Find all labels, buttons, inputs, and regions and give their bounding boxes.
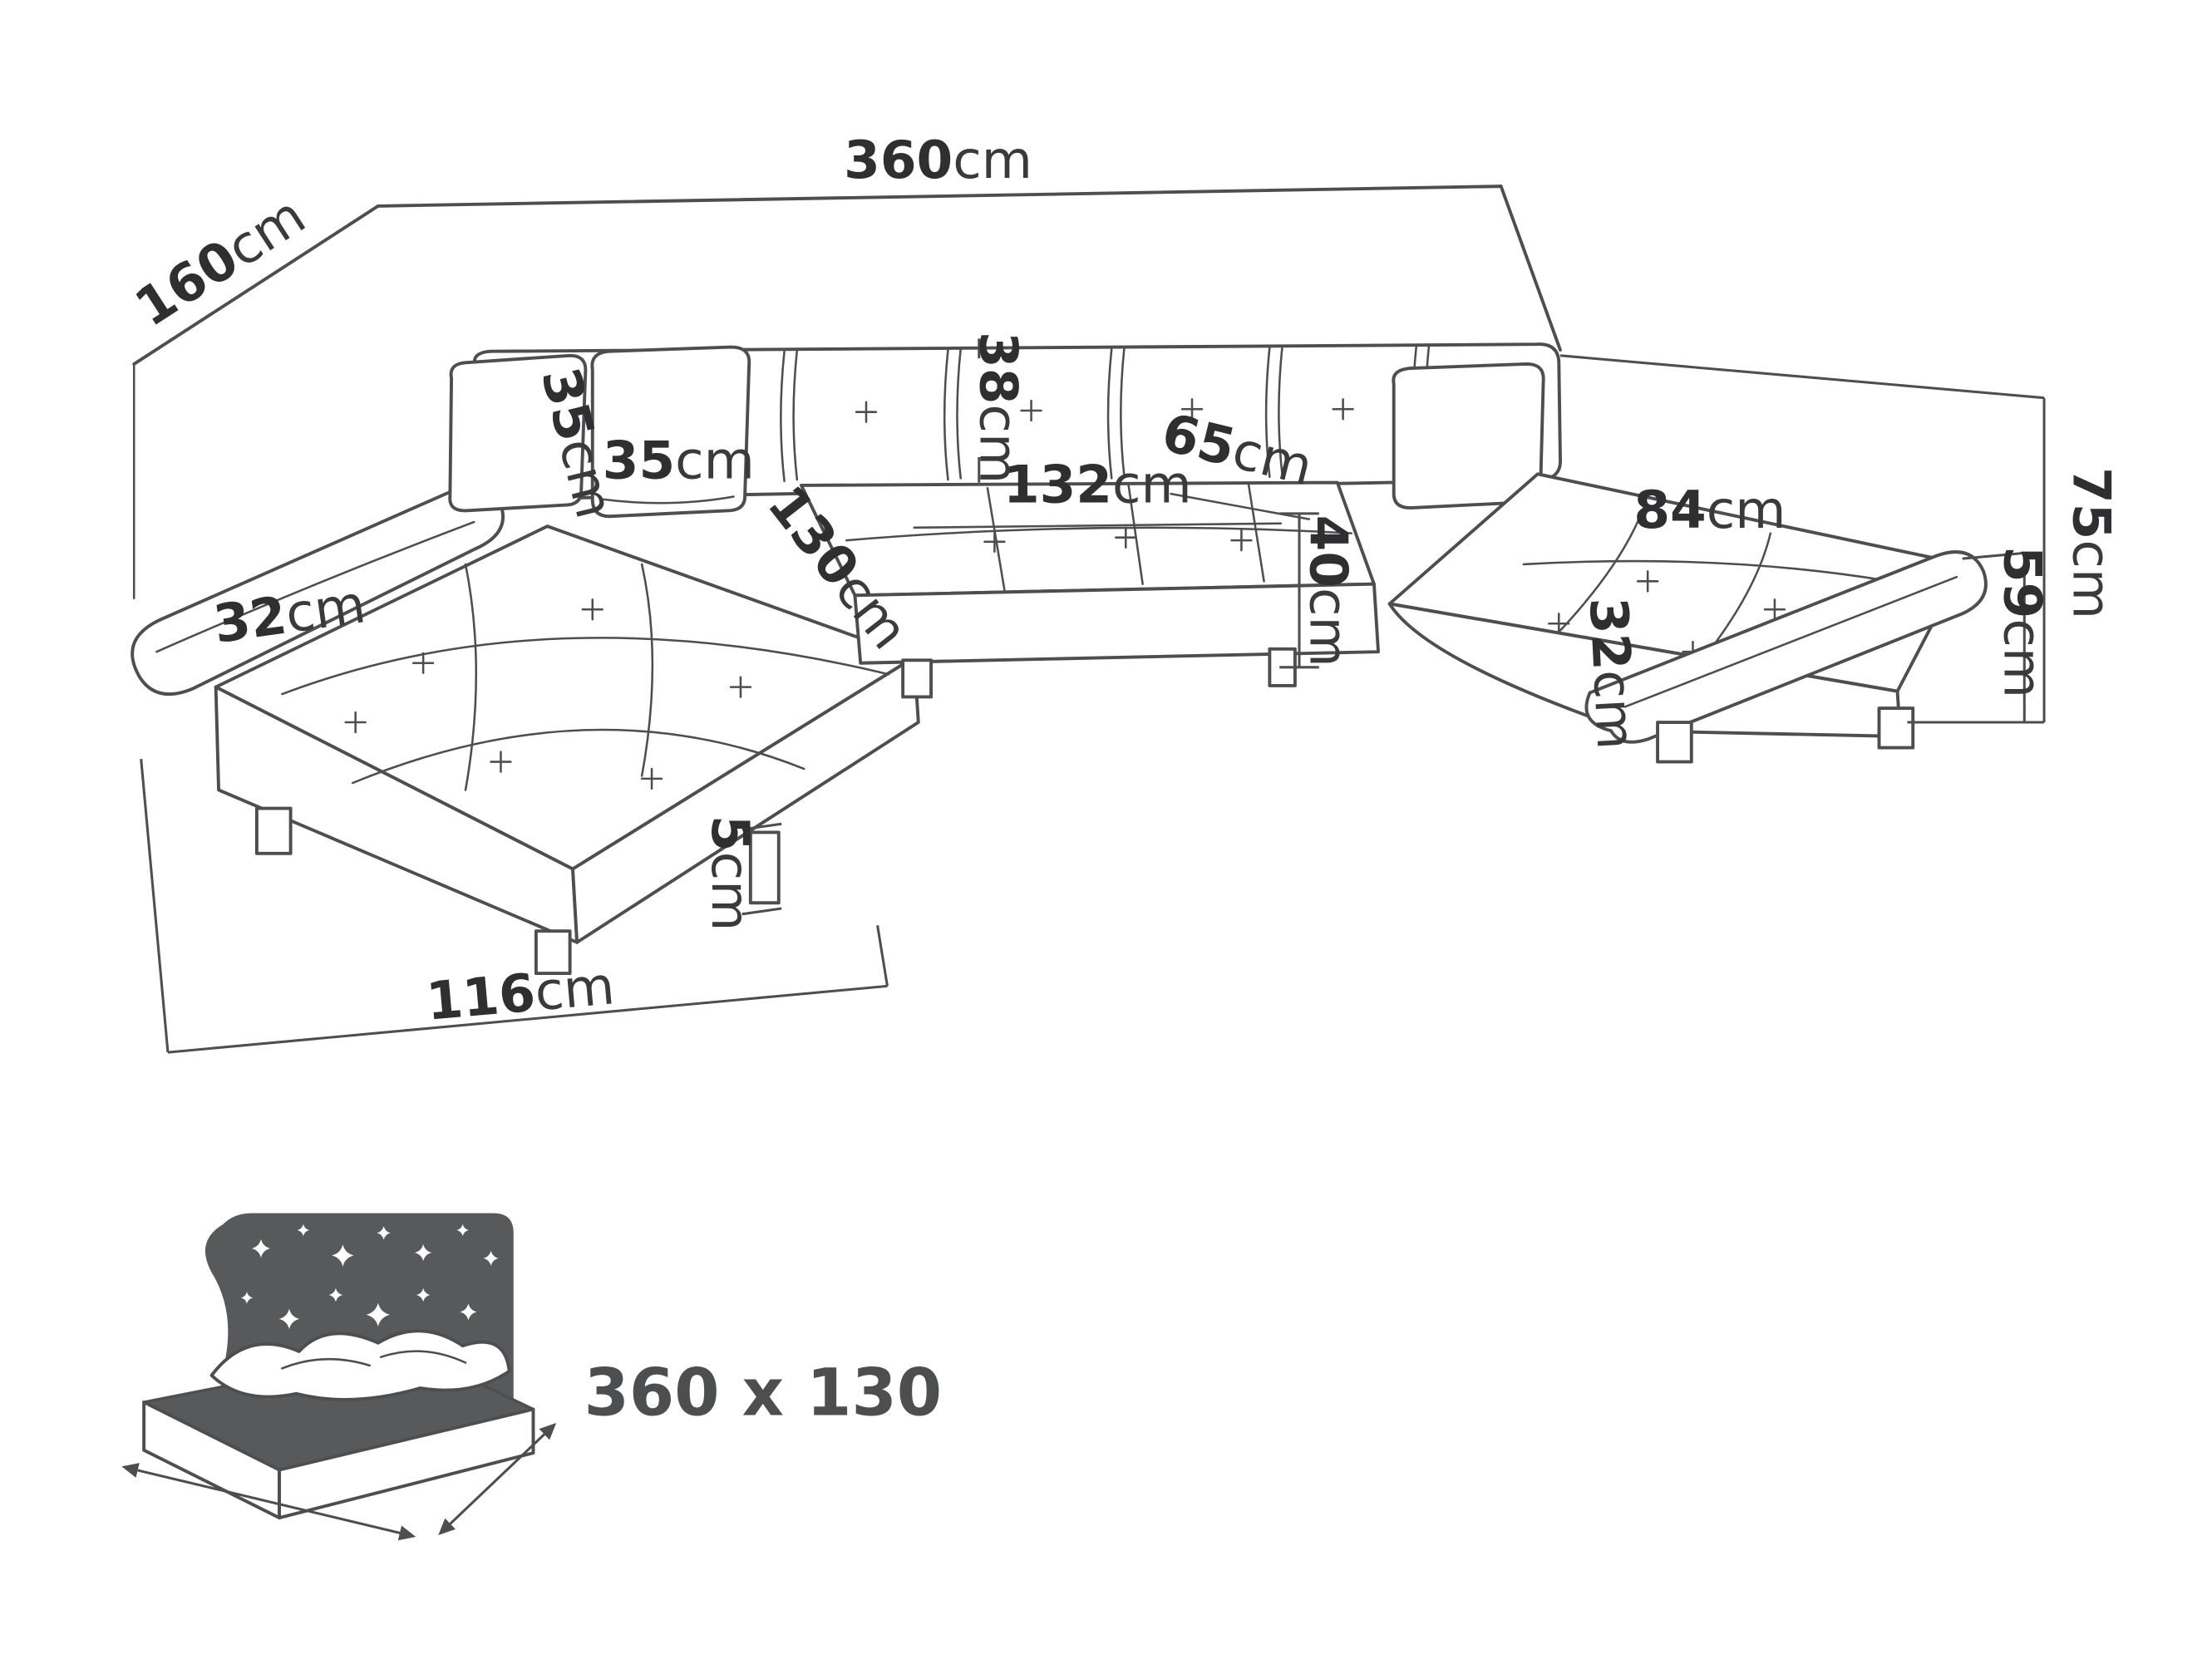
dim-label-left-chaise-width: 116cm: [424, 955, 617, 1031]
dim-label-seat-height: 40cm: [1298, 515, 1359, 667]
right-armrest-roll-line: [1623, 575, 1958, 708]
leg: [1656, 721, 1693, 764]
bed-depth-arrow: [438, 1423, 557, 1535]
bed-size-label: 360 x 130: [584, 1356, 943, 1430]
bed-blanket-folds: [281, 1350, 467, 1370]
dim-label-total-height: 75cm: [2062, 467, 2122, 619]
dim-line-height-ref-top: [1559, 354, 2045, 400]
dim-line-leg-height-ticks: [741, 822, 782, 916]
pillow-left-1: [448, 353, 588, 513]
left-armrest-roll-line: [155, 520, 475, 653]
dim-line-chaise-width: [167, 984, 888, 1054]
dimension-labels: 360cm 160cm 35cm 35cm 38cm 65cm 132cm 40…: [125, 130, 2122, 1032]
pillow-left-2-piping: [603, 495, 735, 505]
pillow-left-2: [590, 345, 751, 519]
dim-label-total-width: 360cm: [844, 130, 1032, 190]
dimension-lines: [140, 338, 2046, 1054]
leg: [1877, 706, 1915, 750]
leg: [748, 830, 781, 905]
room-outline: [132, 185, 1562, 599]
sofa-drawing: [131, 342, 1988, 976]
dim-label-total-depth: 160cm: [125, 185, 316, 338]
dim-line-arm-ref: [1962, 551, 2025, 560]
left-seat-tuft-marks: [344, 598, 752, 790]
dim-label-left-armrest-width: 32cm: [210, 574, 369, 655]
dim-label-pillow-width: 35cm: [603, 430, 755, 490]
dim-label-middle-seat-width: 132cm: [1003, 454, 1192, 514]
dim-label-armrest-height: 59cm: [1993, 546, 2053, 698]
bed-blanket: [209, 1329, 511, 1401]
left-chaise-base-side: [571, 656, 920, 944]
pillow-right: [1392, 362, 1545, 510]
wall-right-corner: [1499, 185, 1562, 352]
dim-line-chaise-left-edge: [140, 759, 170, 1053]
dim-line-seat-height: [1279, 512, 1319, 669]
dim-label-right-seat-width: 84cm: [1633, 480, 1786, 540]
wall-back-line: [132, 185, 1503, 366]
middle-base: [853, 582, 1380, 665]
sleeping-function-icon: [121, 1213, 557, 1541]
dim-label-right-armrest-width: 32cm: [1578, 596, 1646, 751]
dim-line-seat-depth: [1170, 492, 1311, 520]
bed-width-arrow: [121, 1463, 416, 1541]
middle-seat-tuft-marks: [983, 526, 1253, 553]
leg: [901, 658, 934, 699]
dim-line-middle-seat-width: [913, 522, 1283, 529]
dim-line-chaise-width-tick: [876, 925, 889, 987]
right-armrest: [1584, 550, 1988, 744]
leg: [254, 806, 293, 855]
dim-label-leg-height: 5cm: [700, 815, 761, 931]
leg: [534, 929, 572, 976]
middle-seat-seams: [845, 482, 1353, 591]
left-seat-seams: [281, 563, 890, 791]
dim-label-backrest-height: 38cm: [968, 332, 1028, 484]
